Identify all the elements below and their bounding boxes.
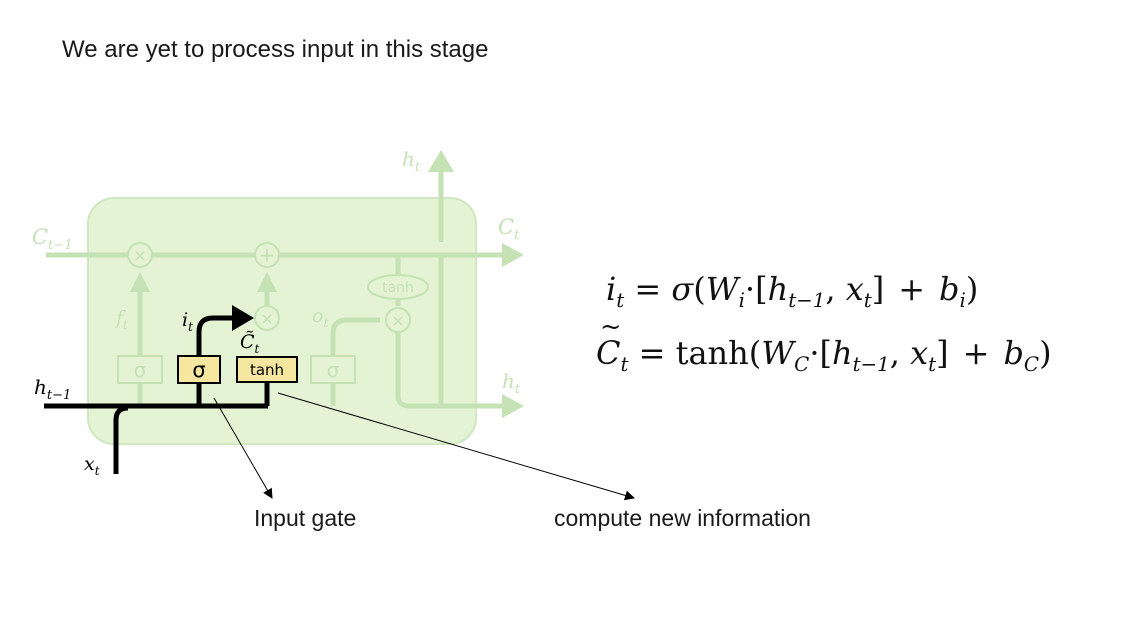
svg-text:×: ×: [391, 311, 404, 330]
forget-gate: σ: [117, 355, 163, 384]
svg-text:×: ×: [260, 309, 273, 328]
multiply-op-forget: ×: [127, 242, 153, 268]
svg-text:σ: σ: [192, 358, 205, 382]
slide-title: We are yet to process input in this stag…: [62, 36, 489, 63]
label-o-t: ot: [312, 305, 328, 330]
callout-input-gate: Input gate: [254, 505, 357, 531]
add-op: +: [254, 242, 280, 268]
candidate-tanh-gate: tanh: [236, 356, 298, 383]
multiply-op-output: ×: [385, 307, 411, 333]
label-f-t: ft: [114, 307, 128, 332]
active-paths: [44, 315, 270, 474]
label-i-t: it: [182, 309, 193, 334]
output-gate: σ: [310, 355, 356, 384]
multiply-op-input: ×: [254, 305, 280, 331]
svg-text:+: +: [259, 243, 276, 267]
label-h-right: ht: [502, 369, 521, 397]
equation-candidate: Ct = tanh(WC·[ht−1, xt]+bC): [596, 312, 1052, 374]
label-c-tilde: C̃t: [240, 331, 260, 356]
label-c-prev: Ct−1: [32, 225, 72, 253]
label-h-prev: ht−1: [34, 375, 71, 403]
callout-line-input-gate: [213, 397, 273, 499]
input-gate: σ: [177, 355, 221, 384]
label-c-t: Ct: [498, 215, 520, 243]
svg-text:×: ×: [133, 246, 146, 265]
output-tanh-op: tanh: [367, 274, 429, 300]
callout-line-compute: [277, 392, 635, 501]
svg-text:σ: σ: [327, 358, 340, 382]
svg-text:tanh: tanh: [382, 280, 414, 296]
svg-text:tanh: tanh: [250, 361, 284, 379]
callout-compute-new-information: compute new information: [554, 505, 811, 531]
input-gate-arrowhead: [232, 305, 254, 331]
equation-input-gate: it = σ(Wi·[ht−1, xt]+bi): [606, 270, 979, 312]
faded-arrowheads: [130, 150, 524, 418]
svg-text:σ: σ: [134, 358, 147, 382]
label-h-top: ht: [402, 147, 421, 175]
label-x-t: xt: [84, 453, 100, 478]
